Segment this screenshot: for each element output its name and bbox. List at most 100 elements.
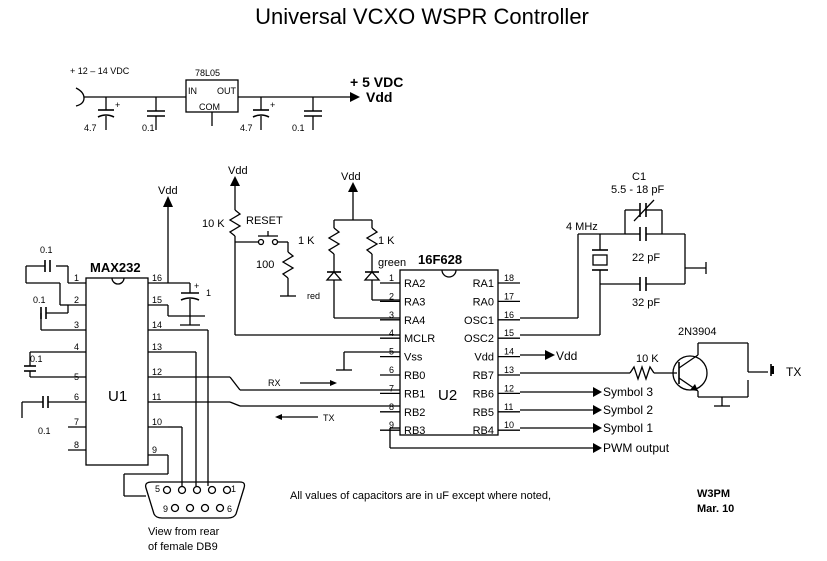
- trimmer-range: 5.5 - 18 pF: [611, 184, 664, 196]
- u2-pin-num: 17: [504, 291, 514, 301]
- max232-section: MAX232 U1 1 2 3 4 5 6 7 8 16 15 14 13 12: [21, 185, 211, 466]
- u2-pin-num: 2: [389, 291, 394, 301]
- u2-pin-num: 8: [389, 402, 394, 412]
- trimmer-name: C1: [632, 171, 646, 183]
- u1-cap-d-value: 0.1: [38, 426, 51, 436]
- reset-vdd-label: Vdd: [228, 165, 248, 177]
- u1-cap-a-value: 0.1: [40, 245, 53, 255]
- led-section: Vdd 1 K 1 K red green: [298, 171, 406, 319]
- u2-pin-name: Vss: [404, 352, 423, 364]
- pic-ref: U2: [438, 387, 457, 404]
- u2-pin-name: OSC1: [464, 315, 494, 327]
- outputs-section: Vdd Symbol 3 Symbol 2 Symbol 1 PWM outpu…: [168, 349, 670, 455]
- u2-pin-name: RB7: [473, 370, 494, 382]
- u2-pin-num: 7: [389, 383, 394, 393]
- u2-pin-num: 9: [389, 420, 394, 430]
- u1-pin-1: 1: [74, 273, 79, 283]
- transistor-section: 2N3904 10 K TX: [520, 326, 801, 407]
- u2-pin-num: 18: [504, 273, 514, 283]
- osc-cap2-value: 32 pF: [632, 297, 660, 309]
- u2-pin-num: 11: [504, 402, 513, 412]
- supply-input-label: + 12 – 14 VDC: [70, 66, 130, 76]
- regulator-com-label: COM: [199, 102, 220, 112]
- regulator-out-label: OUT: [217, 86, 237, 96]
- u2-pin-num: 10: [504, 420, 514, 430]
- date-label: Mar. 10: [697, 503, 734, 515]
- u1-cap-e-value: 1: [206, 288, 211, 298]
- u2-pin-name: RB4: [473, 425, 494, 437]
- db9-section: 5 1 9 6 View from rear of female DB9: [123, 329, 246, 553]
- u1-pin-9: 9: [152, 445, 157, 455]
- supply-cap4-value: 0.1: [292, 123, 305, 133]
- output-pwm: PWM output: [603, 441, 670, 455]
- diagram-title: Universal VCXO WSPR Controller: [255, 4, 589, 29]
- tx-label: TX: [323, 413, 335, 423]
- u1-pin-6: 6: [74, 392, 79, 402]
- osc-cap1-value: 22 pF: [632, 252, 660, 264]
- u1-pin-3: 3: [74, 320, 79, 330]
- u1-pin-13: 13: [152, 342, 162, 352]
- u1-pin-14: 14: [152, 320, 162, 330]
- u2-pin-num: 6: [389, 365, 394, 375]
- u1-pin-4: 4: [74, 342, 79, 352]
- transistor-tx-out: TX: [786, 365, 801, 379]
- u2-pin-num: 13: [504, 365, 514, 375]
- db9-pin-9: 9: [163, 504, 168, 514]
- u2-pin-name: RA0: [473, 296, 494, 308]
- u1-vdd-label: Vdd: [158, 185, 178, 197]
- u2-pin-name: RB1: [404, 388, 425, 400]
- max232-name: MAX232: [90, 260, 141, 275]
- author-label: W3PM: [697, 488, 730, 500]
- u2-pin-num: 3: [389, 310, 394, 320]
- u2-pin-num: 15: [504, 328, 514, 338]
- regulator-in-label: IN: [188, 86, 197, 96]
- u2-pin-name: RB5: [473, 407, 494, 419]
- led-vdd-label: Vdd: [341, 171, 361, 183]
- u2-pin-name: RB3: [404, 425, 425, 437]
- max232-chip: [85, 277, 149, 466]
- reset-switch-label: RESET: [246, 215, 283, 227]
- led-red-label: red: [307, 291, 320, 301]
- u2-pin-num: 4: [389, 328, 394, 338]
- regulator-name: 78L05: [195, 68, 220, 78]
- u1-pin-7: 7: [74, 417, 79, 427]
- svg-text:+: +: [270, 100, 275, 110]
- pic-name: 16F628: [418, 252, 462, 267]
- u2-pin-name: MCLR: [404, 333, 435, 345]
- u2-pin-name: RB0: [404, 370, 425, 382]
- u1-pin-12: 12: [152, 367, 162, 377]
- db9-caption-2: of female DB9: [148, 541, 218, 553]
- u2-pin-name: RA2: [404, 278, 425, 290]
- u2-pin-num: 12: [504, 383, 514, 393]
- transistor-r-base: 10 K: [636, 353, 659, 365]
- capacitor-note: All values of capacitors are in uF excep…: [290, 490, 551, 502]
- led-green-label: green: [378, 257, 406, 269]
- u1-cap-c-value: 0.1: [30, 354, 43, 364]
- led-r1-value: 1 K: [298, 235, 315, 247]
- svg-text:+: +: [194, 281, 199, 291]
- u2-pin-name: Vdd: [474, 352, 494, 364]
- reset-r-pullup: 10 K: [202, 218, 225, 230]
- u2-pin-name: OSC2: [464, 333, 494, 345]
- supply-cap3-value: 4.7: [240, 123, 253, 133]
- reset-r-series: 100: [256, 259, 274, 271]
- u1-pin-5: 5: [74, 372, 79, 382]
- supply-output-net: Vdd: [366, 89, 392, 105]
- max232-ref: U1: [108, 388, 127, 405]
- u2-pin-name: RA1: [473, 278, 494, 290]
- db9-pin-5: 5: [155, 484, 160, 494]
- u2-pin-name: RA3: [404, 296, 425, 308]
- u1-cap-b-value: 0.1: [33, 295, 46, 305]
- u2-pin-num: 1: [389, 273, 394, 283]
- db9-caption-1: View from rear: [148, 526, 220, 538]
- crystal-freq: 4 MHz: [566, 221, 598, 233]
- supply-cap2-value: 0.1: [142, 123, 155, 133]
- output-symbol1: Symbol 1: [603, 421, 653, 435]
- u1-pin-8: 8: [74, 440, 79, 450]
- power-supply-section: + 12 – 14 VDC + 4.7 0.1 78L05 IN OUT COM…: [70, 66, 403, 133]
- svg-text:+: +: [115, 100, 120, 110]
- u2-pin-name: RB6: [473, 388, 494, 400]
- u1-pin-16: 16: [152, 273, 162, 283]
- reset-section: Vdd 10 K RESET 100: [202, 165, 400, 336]
